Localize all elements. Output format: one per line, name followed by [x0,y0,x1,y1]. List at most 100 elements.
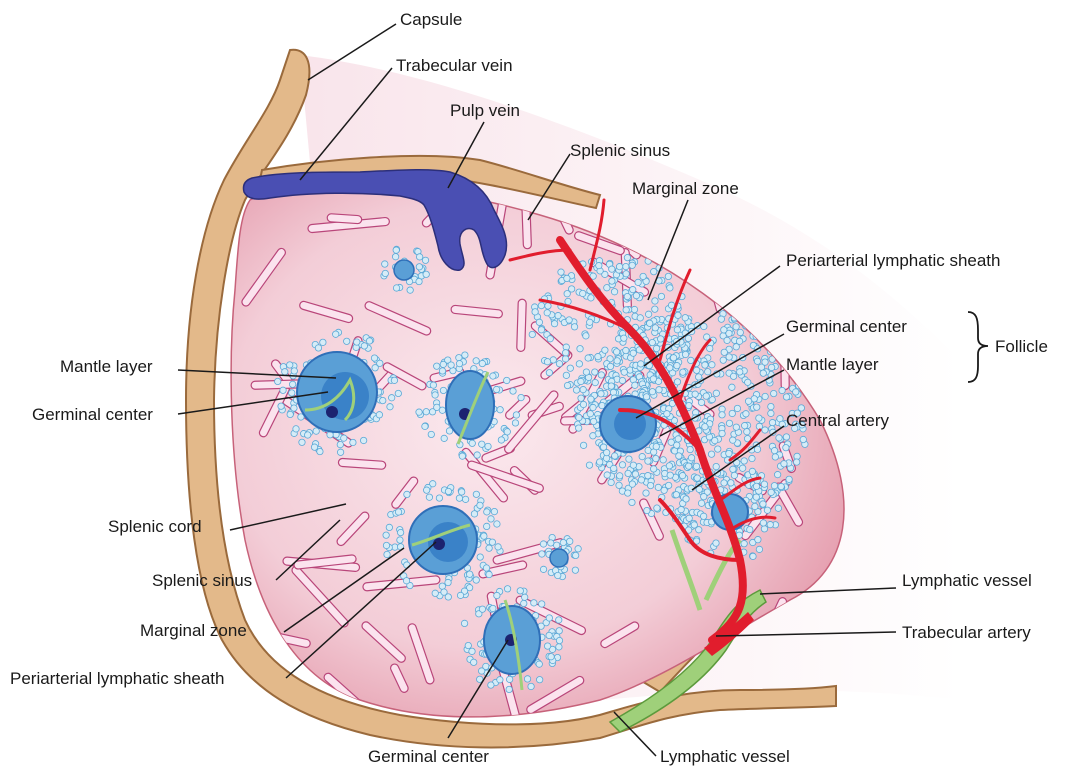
lymphocyte [771,447,777,453]
lymphocyte [653,345,659,351]
lymphocyte [457,592,463,598]
label-splenic-sinus-left: Splenic sinus [152,571,252,590]
lymphocyte [423,409,429,415]
lymphocyte [448,362,454,368]
lymphocyte [282,369,288,375]
lymphocyte [647,482,653,488]
lymphocyte [583,333,589,339]
lymphocyte [665,273,671,279]
lymphocyte [479,606,485,612]
lymphocyte [623,307,629,313]
lymphocyte [304,432,310,438]
lymphocyte [756,415,762,421]
lymphocyte [713,463,719,469]
lymphocyte [769,419,775,425]
lymphocyte [617,473,623,479]
lymphocyte [774,471,780,477]
lymphocyte [633,292,639,298]
lymphocyte [623,263,629,269]
lymphocyte [479,441,485,447]
lymphocyte [572,567,578,573]
lymphocyte [585,355,591,361]
lymphocyte [754,358,760,364]
lymphocyte [645,311,651,317]
lymphocyte [580,290,586,296]
lymphocyte [384,551,390,557]
lymphocyte [698,500,704,506]
lymphocyte [675,312,681,318]
lymphocyte [592,369,598,375]
lymphocyte [531,600,537,606]
lymphocyte [275,378,281,384]
lymphocyte [743,411,749,417]
lymphocyte [280,387,286,393]
label-germinal-center-bottom: Germinal center [368,747,489,766]
lymphocyte [588,295,594,301]
lymphocyte [563,372,569,378]
lymphocyte [613,349,619,355]
lymphocyte [609,278,615,284]
lymphocyte [489,539,495,545]
lymphocyte [397,537,403,543]
lymphocyte [762,393,768,399]
lymphocyte [513,412,519,418]
lymphocyte [488,516,494,522]
lymphocyte [715,446,721,452]
follicle-tiny-top [394,260,414,280]
lymphocyte [556,360,562,366]
lymphocyte [653,443,659,449]
lymphocyte [588,396,594,402]
lymphocyte [653,455,659,461]
lymphocyte [422,423,428,429]
label-mantle-layer-left: Mantle layer [60,357,153,376]
lymphocyte [720,357,726,363]
lymphocyte [548,654,554,660]
lymphocyte [624,254,630,260]
lymphocyte [724,337,730,343]
lymphocyte [674,327,680,333]
lymphocyte [445,579,451,585]
follicle-right [600,396,656,452]
lymphocyte [760,370,766,376]
lymphocyte [616,482,622,488]
lymphocyte [567,538,573,544]
lymphocyte [403,578,409,584]
lymphocyte [760,520,766,526]
lymphocyte [558,269,564,275]
lymphocyte [366,338,372,344]
lymphocyte [754,446,760,452]
lymphocyte [626,456,632,462]
lymphocyte [571,324,577,330]
lymphocyte [604,472,610,478]
lymphocyte [465,642,471,648]
lymphocyte [630,286,636,292]
label-lymphatic-vessel-bottom: Lymphatic vessel [660,747,790,766]
lymphocyte [645,458,651,464]
lymphocyte [583,369,589,375]
lymphocyte [693,367,699,373]
lymphocyte [387,404,393,410]
lymphocyte [577,346,583,352]
follicle-tiny-mid [550,549,568,567]
lymphocyte [793,389,799,395]
lymphocyte [625,490,631,496]
lymphocyte [556,644,562,650]
lymphocyte [713,540,719,546]
lymphocyte [289,390,295,396]
lymphocyte [483,523,489,529]
lymphocyte [744,429,750,435]
follicle-left [297,352,377,432]
lymphocyte [395,509,401,515]
lymphocyte [361,343,367,349]
lymphocyte [631,306,637,312]
lymphocyte [612,453,618,459]
lymphocyte [458,489,464,495]
lymphocyte [752,503,758,509]
lymphocyte [667,472,673,478]
lymphocyte [623,271,629,277]
lymphocyte [299,439,305,445]
lymphocyte [611,289,617,295]
lymphocyte [423,271,429,277]
lymphocyte [580,442,586,448]
lymphocyte [741,422,747,428]
